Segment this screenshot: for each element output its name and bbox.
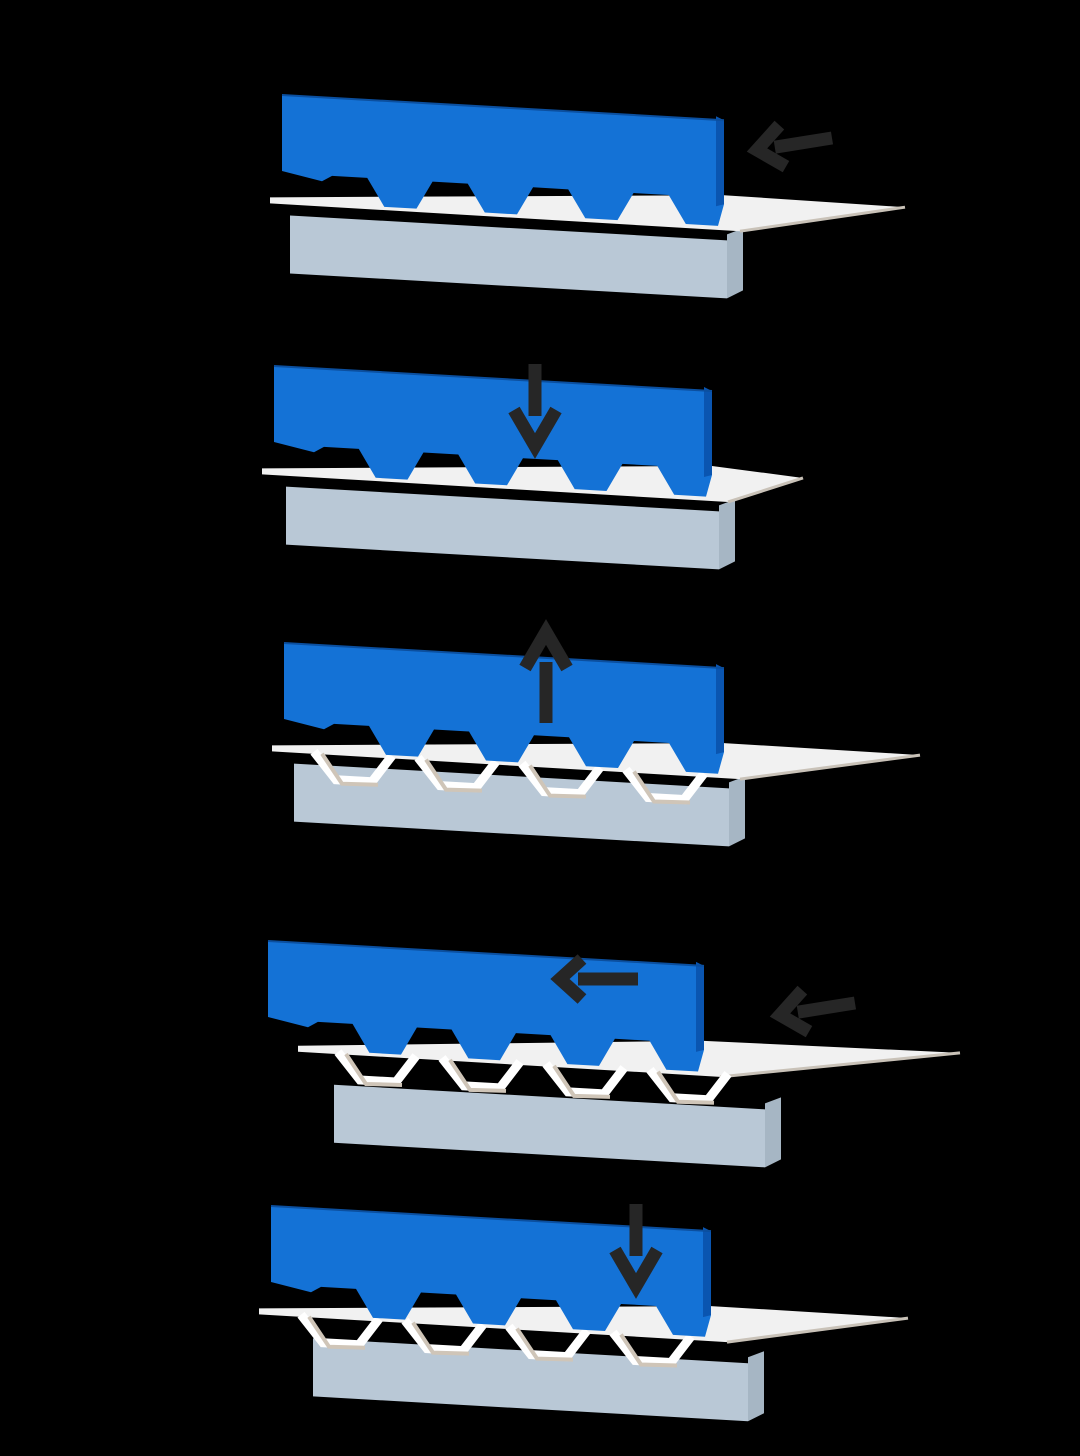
upper-die-side <box>716 664 724 755</box>
upper-die-side <box>703 1227 711 1318</box>
upper-die <box>282 95 724 226</box>
metal-sheet-edge <box>739 205 906 233</box>
feed-left-arrow-head <box>769 985 813 1038</box>
fold-rib-shadow <box>448 1058 507 1093</box>
upper-die-top-edge <box>267 940 705 967</box>
fold-rib <box>542 1061 628 1099</box>
fold-rib <box>438 1055 524 1093</box>
process-step-5 <box>259 1204 909 1422</box>
metal-sheet-edge <box>739 753 921 781</box>
lower-die <box>334 1084 765 1168</box>
feed-left-arrow-shaft <box>796 996 857 1019</box>
feed-left-arrow-icon <box>746 120 834 173</box>
lower-die <box>290 215 727 299</box>
fold-rib <box>414 754 500 793</box>
fold-rib <box>505 1323 591 1362</box>
upper-die-side <box>696 961 704 1052</box>
upper-die <box>284 643 724 774</box>
lower-die <box>294 763 729 847</box>
fold-rib <box>334 1049 420 1087</box>
upper-die-top-edge <box>281 94 725 122</box>
press-down-arrow-icon <box>609 1204 663 1299</box>
process-step-4 <box>267 940 961 1168</box>
upper-die-top-edge <box>283 642 725 670</box>
fold-rib <box>518 760 604 799</box>
lower-die <box>286 486 719 570</box>
fold-rib-shadow <box>528 764 587 799</box>
fold-rib-shadow <box>619 1333 678 1368</box>
fold-rib-shadow <box>307 1315 366 1350</box>
feed-left-arrow-head <box>746 120 790 173</box>
shift-left-arrow-head <box>550 954 587 1004</box>
fold-rib <box>622 766 708 805</box>
metal-sheet-edge <box>726 1316 909 1344</box>
upper-die-top-edge <box>273 365 713 392</box>
fold-rib-shadow <box>320 752 379 787</box>
fold-rib-shadow <box>344 1052 403 1087</box>
shift-left-arrow-icon <box>550 954 638 1004</box>
fold-rib-shadow <box>552 1064 611 1099</box>
feed-left-arrow-icon <box>769 985 857 1038</box>
upper-die <box>274 366 712 497</box>
fold-rib <box>646 1066 732 1105</box>
press-down-arrow-icon <box>508 364 562 459</box>
upper-die-side <box>716 116 724 207</box>
lift-up-arrow-icon <box>519 619 573 723</box>
process-step-1 <box>270 94 906 299</box>
upper-die <box>271 1206 711 1337</box>
fold-rib <box>297 1311 383 1350</box>
process-step-3 <box>272 619 921 847</box>
lower-die-side <box>727 228 743 299</box>
lower-die-side <box>729 776 745 847</box>
lower-die-side <box>719 499 735 570</box>
fold-rib <box>310 748 396 787</box>
lift-up-arrow-head <box>519 619 573 672</box>
metal-sheet-edge <box>727 476 804 504</box>
fold-rib-shadow <box>515 1327 574 1362</box>
fold-rib-shadow <box>656 1070 715 1105</box>
fold-rib-shadow <box>424 758 483 793</box>
fold-rib <box>609 1329 695 1368</box>
process-step-2 <box>262 364 804 570</box>
press-down-arrow-head <box>609 1246 663 1299</box>
lower-die-side <box>765 1097 781 1168</box>
press-down-arrow-head <box>508 406 562 459</box>
fold-rib-shadow <box>632 770 691 805</box>
upper-die-side <box>704 386 712 477</box>
fold-rib-shadow <box>411 1321 470 1356</box>
fold-rib <box>401 1317 487 1356</box>
metal-sheet-edge <box>719 1051 961 1079</box>
lower-die-side <box>748 1351 764 1422</box>
feed-left-arrow-shaft <box>773 131 834 154</box>
